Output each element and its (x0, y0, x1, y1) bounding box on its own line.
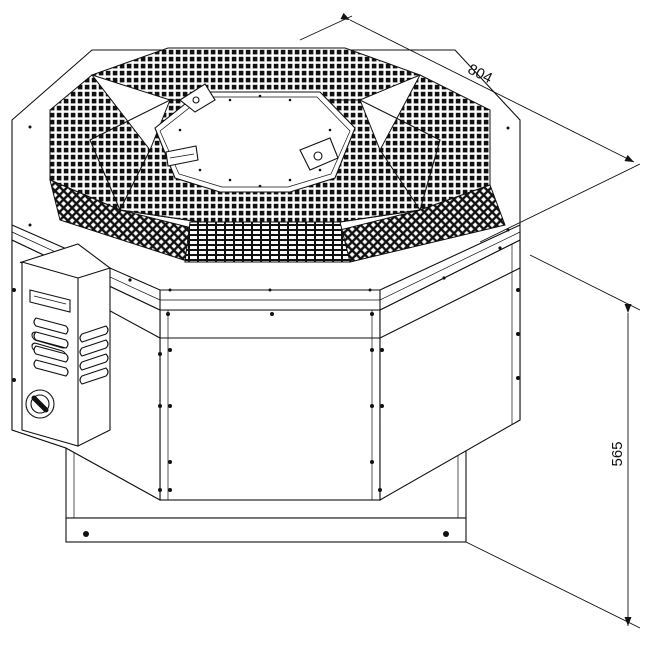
dimension-height-label: 565 (609, 441, 626, 466)
motor-plate (154, 83, 356, 193)
housing-screws (12, 125, 520, 492)
dimension-height: 565 (465, 254, 641, 629)
control-box (21, 243, 111, 447)
